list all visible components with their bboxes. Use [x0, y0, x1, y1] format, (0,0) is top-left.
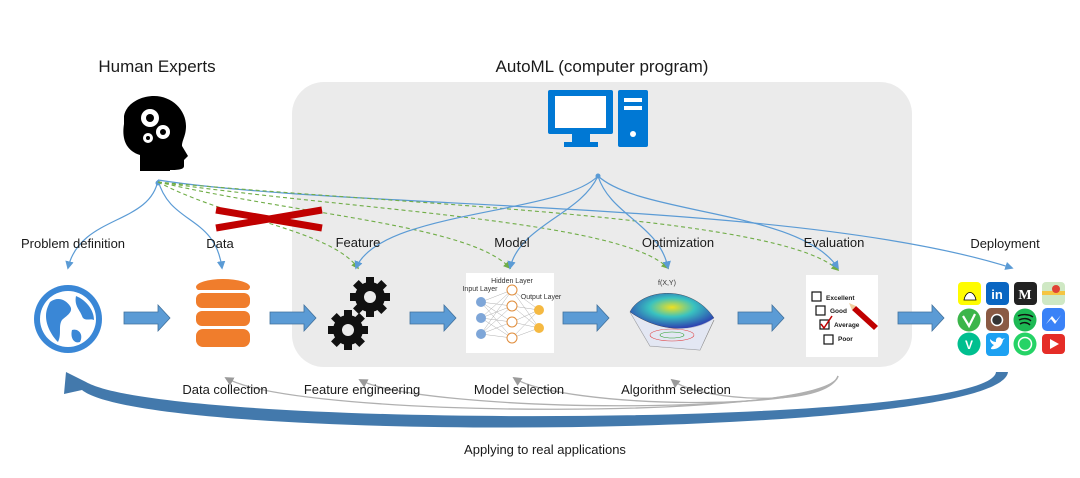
pencil-icon — [849, 303, 878, 330]
vine-tile-icon — [957, 308, 981, 332]
instagram-icon — [986, 308, 1009, 331]
arrow-globe-to-database — [123, 303, 171, 333]
twitter-icon — [986, 333, 1009, 356]
arrow-optimization-to-evaluation — [737, 303, 785, 333]
app-icons-grid: in M V — [957, 282, 1065, 356]
nn-input-label: Input Layer — [462, 286, 498, 293]
gears-icon — [328, 277, 390, 350]
whatsapp-icon — [1013, 332, 1037, 356]
feedback-arrows — [224, 375, 839, 410]
neural-network-thumbnail: Hidden Layer Input Layer Output Layer — [462, 273, 562, 353]
linkedin-icon: in — [986, 282, 1009, 305]
label-feature-engineering: Feature engineering — [304, 382, 420, 397]
nn-output-label: Output Layer — [521, 294, 562, 301]
checklist-average: Average — [834, 322, 860, 329]
label-data-collection: Data collection — [182, 382, 267, 397]
human-dashed-arrows — [157, 181, 840, 272]
nn-hidden-label: Hidden Layer — [491, 278, 533, 285]
checklist-excellent: Excellent — [826, 295, 855, 302]
vine-icon: V — [957, 332, 981, 356]
pipeline-arrows — [123, 303, 945, 333]
checklist-poor: Poor — [838, 336, 853, 343]
arrow-database-to-gears — [269, 303, 317, 333]
deployment-feedback-arrow — [64, 372, 1008, 428]
label-algorithm-selection: Algorithm selection — [621, 382, 731, 397]
human-arrows — [65, 179, 1014, 270]
svg-text:M: M — [1018, 288, 1031, 303]
computer-icon — [548, 90, 648, 147]
globe-icon — [34, 285, 102, 353]
arrow-model-to-optimization — [562, 303, 610, 333]
human-head-gear-icon — [123, 96, 188, 171]
label-feature: Feature — [336, 235, 381, 250]
label-model: Model — [494, 235, 530, 250]
label-model-selection: Model selection — [474, 382, 564, 397]
medium-icon: M — [1014, 282, 1037, 305]
maps-icon — [1042, 282, 1065, 305]
label-problem-definition: Problem definition — [21, 236, 125, 251]
spotify-icon — [1013, 308, 1037, 332]
surface-title: f(X,Y) — [658, 280, 676, 287]
human-experts-title: Human Experts — [98, 57, 215, 76]
label-deployment: Deployment — [970, 236, 1040, 251]
automl-box — [292, 82, 912, 367]
label-data: Data — [206, 236, 234, 251]
label-optimization: Optimization — [642, 235, 714, 250]
arrow-evaluation-to-deployment — [897, 303, 945, 333]
svg-text:V: V — [965, 338, 973, 352]
database-icon — [196, 279, 250, 347]
svg-text:in: in — [991, 287, 1003, 302]
footer-caption: Applying to real applications — [464, 442, 626, 457]
messenger-icon — [1042, 308, 1065, 331]
surface-plot-thumbnail: f(X,Y) — [629, 280, 715, 351]
automl-title: AutoML (computer program) — [496, 57, 709, 76]
youtube-icon — [1042, 334, 1065, 354]
red-cross-icon — [215, 206, 323, 232]
automl-arrows — [354, 173, 839, 270]
snapchat-icon — [958, 282, 981, 305]
evaluation-checklist-icon: Excellent Good Average Poor — [806, 275, 878, 357]
checklist-good: Good — [830, 308, 847, 315]
label-evaluation: Evaluation — [804, 235, 865, 250]
arrow-gears-to-model — [409, 303, 457, 333]
